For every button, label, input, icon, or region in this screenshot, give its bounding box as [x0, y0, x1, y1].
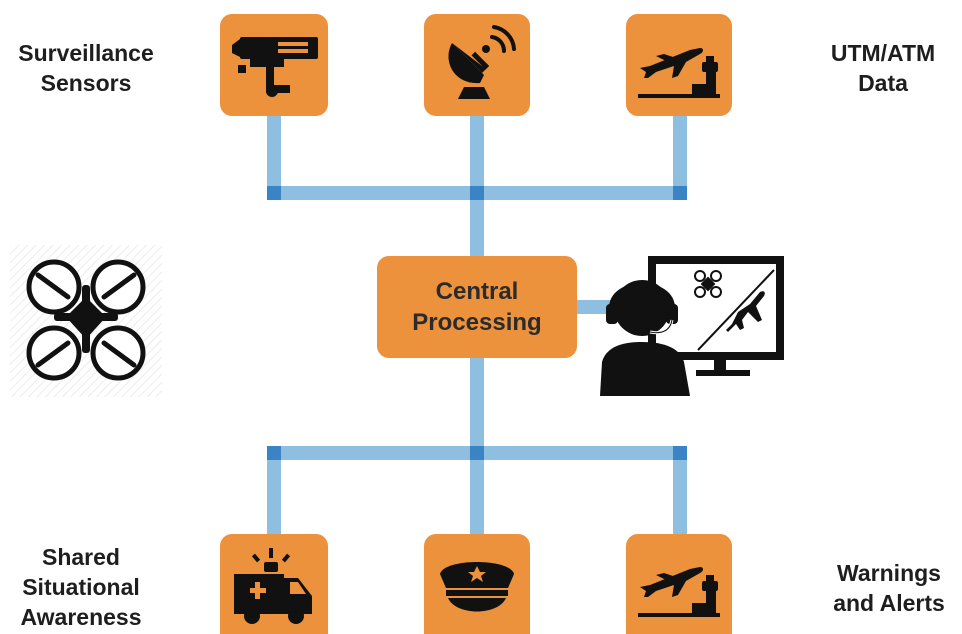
- quadcopter-drone-icon: [10, 245, 162, 397]
- central-processing-label-line2: Processing: [412, 309, 542, 336]
- operator-monitor-icon: [598, 254, 786, 396]
- ambulance-node: [220, 534, 328, 634]
- label-line: Warnings: [837, 560, 941, 586]
- warnings-and-alerts-label: Warnings and Alerts: [814, 558, 962, 618]
- police-node: [424, 534, 530, 634]
- label-line: Awareness: [20, 604, 142, 630]
- satellite-dish-node: [424, 14, 530, 116]
- label-line: Data: [858, 70, 908, 96]
- label-line: UTM/ATM: [830, 40, 936, 66]
- airport-departure-icon: [638, 567, 720, 617]
- label-line: Shared: [42, 544, 120, 570]
- label-line: Surveillance: [18, 40, 154, 66]
- police-cap-icon: [440, 562, 514, 612]
- surveillance-sensors-label: Surveillance Sensors: [4, 38, 168, 98]
- utm-atm-data-label: UTM/ATM Data: [818, 38, 948, 98]
- satellite-dish-icon: [448, 25, 516, 99]
- warnings-alerts-node: [626, 534, 732, 634]
- label-line: Situational: [22, 574, 140, 600]
- ambulance-icon: [234, 548, 312, 624]
- utm-atm-data-node: [626, 14, 732, 116]
- shared-situational-awareness-label: Shared Situational Awareness: [6, 542, 156, 632]
- surveillance-camera-node: [220, 14, 328, 116]
- label-line: and Alerts: [833, 590, 945, 616]
- cctv-camera-icon: [232, 37, 318, 97]
- central-processing-label-line1: Central: [435, 278, 519, 305]
- airport-departure-icon: [638, 48, 720, 98]
- label-line: Sensors: [40, 70, 132, 96]
- central-processing-node: Central Processing: [377, 256, 577, 358]
